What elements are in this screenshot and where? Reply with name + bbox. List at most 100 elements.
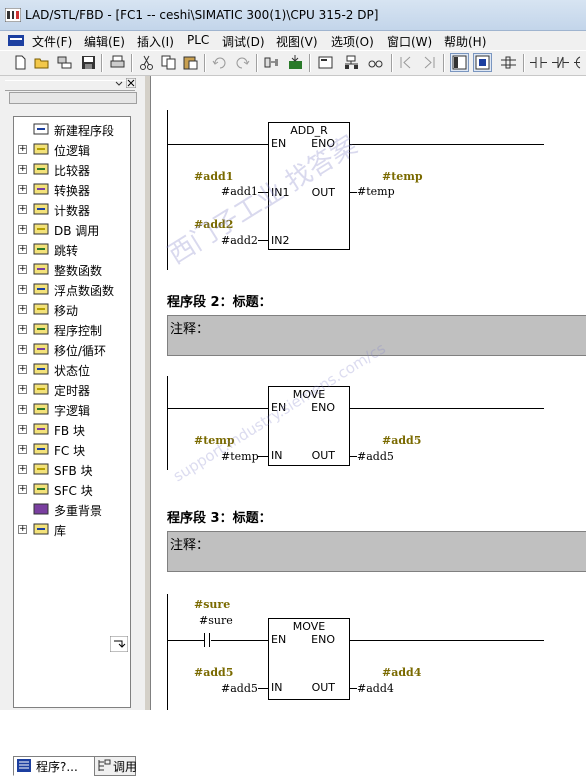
- expand-icon[interactable]: +: [18, 464, 27, 474]
- menu-plc[interactable]: PLC: [187, 33, 210, 47]
- menu-debug[interactable]: 调试(D): [222, 35, 265, 49]
- print-icon[interactable]: [109, 54, 126, 71]
- tree-item[interactable]: +库: [14, 521, 128, 539]
- menu-file[interactable]: 文件(F): [32, 35, 73, 49]
- out-operand[interactable]: #add4: [357, 682, 394, 695]
- in2-operand[interactable]: #add2: [221, 234, 258, 247]
- pane-close-icon[interactable]: [126, 78, 136, 88]
- expand-icon[interactable]: +: [18, 204, 27, 214]
- tree-item[interactable]: +定时器: [14, 381, 128, 399]
- paste-icon[interactable]: [182, 54, 199, 71]
- eno-wire: [349, 144, 544, 145]
- in-operand[interactable]: #add5: [221, 682, 258, 695]
- nc-contact-icon[interactable]: [552, 54, 569, 71]
- ladder-editor: ADD_R EN ENO IN1 OUT IN2 #add1 #add1 #ad…: [151, 76, 586, 710]
- open-folder-icon[interactable]: [33, 54, 50, 71]
- undo-icon[interactable]: [211, 54, 228, 71]
- in1-operand[interactable]: #add1: [221, 185, 258, 198]
- new-file-icon[interactable]: [12, 54, 29, 71]
- menu-help[interactable]: 帮助(H): [444, 35, 487, 49]
- tree-item[interactable]: +FC 块: [14, 441, 128, 459]
- move-box[interactable]: MOVE EN ENO IN OUT: [268, 618, 350, 700]
- tree-item[interactable]: +跳转: [14, 241, 128, 259]
- expand-icon[interactable]: +: [18, 184, 27, 194]
- pin-en: EN: [271, 633, 287, 646]
- network-3-comment[interactable]: 注释：: [167, 531, 586, 572]
- coil-icon[interactable]: [574, 54, 586, 71]
- program-elements-icon[interactable]: [450, 53, 469, 72]
- tree-item[interactable]: +移动: [14, 301, 128, 319]
- program-elements-tree: 新建程序段 +位逻辑 +比较器 +转换器 +计数器 +DB 调用 +跳转 +整数函数 +浮点数函…: [13, 116, 131, 708]
- previous-network-icon[interactable]: [398, 54, 415, 71]
- network-2-title[interactable]: 程序段 2：标题：: [167, 295, 272, 310]
- no-contact-icon[interactable]: [530, 54, 547, 71]
- contact-operand[interactable]: #sure: [199, 614, 233, 627]
- move-box[interactable]: MOVE EN ENO IN OUT: [268, 386, 350, 466]
- tree-item[interactable]: 新建程序段: [14, 121, 128, 139]
- tab-call-structure[interactable]: 调用: [94, 756, 137, 776]
- menu-edit[interactable]: 编辑(E): [84, 35, 125, 49]
- expand-icon[interactable]: +: [18, 324, 27, 334]
- expand-icon[interactable]: +: [18, 304, 27, 314]
- tree-return-icon[interactable]: [110, 636, 128, 652]
- no-contact[interactable]: [204, 633, 210, 647]
- tree-item[interactable]: +SFB 块: [14, 461, 128, 479]
- tree-item[interactable]: +SFC 块: [14, 481, 128, 499]
- details-view-icon[interactable]: [473, 53, 492, 72]
- expand-icon[interactable]: +: [18, 284, 27, 294]
- network-junction-icon[interactable]: [500, 54, 517, 71]
- pane-menu-icon[interactable]: [114, 78, 124, 88]
- tree-item[interactable]: +字逻辑: [14, 401, 128, 419]
- expand-icon[interactable]: +: [18, 424, 27, 434]
- save-icon[interactable]: [80, 54, 97, 71]
- network-2-comment[interactable]: 注释：: [167, 315, 586, 356]
- expand-icon[interactable]: +: [18, 444, 27, 454]
- expand-icon[interactable]: +: [18, 484, 27, 494]
- tree-item[interactable]: +位逻辑: [14, 141, 128, 159]
- tree-item[interactable]: +FB 块: [14, 421, 128, 439]
- pane-grip[interactable]: [5, 80, 135, 91]
- pane-splitter[interactable]: [145, 76, 151, 710]
- tree-item[interactable]: +程序控制: [14, 321, 128, 339]
- expand-icon[interactable]: +: [18, 144, 27, 154]
- go-online-icon[interactable]: [263, 54, 280, 71]
- tree-item[interactable]: +DB 调用: [14, 221, 128, 239]
- tree-item[interactable]: 多重背景: [14, 501, 128, 519]
- network-connection-icon[interactable]: [343, 54, 360, 71]
- system-menu-icon[interactable]: [8, 34, 24, 47]
- expand-icon[interactable]: +: [18, 364, 27, 374]
- overview-icon[interactable]: [317, 54, 334, 71]
- cut-icon[interactable]: [138, 54, 155, 71]
- tree-item[interactable]: +整数函数: [14, 261, 128, 279]
- expand-icon[interactable]: +: [18, 264, 27, 274]
- menu-options[interactable]: 选项(O): [331, 35, 374, 49]
- menu-window[interactable]: 窗口(W): [387, 35, 433, 49]
- tree-item[interactable]: +计数器: [14, 201, 128, 219]
- redo-icon[interactable]: [234, 54, 251, 71]
- in-operand[interactable]: #temp: [221, 450, 259, 463]
- network-3-title[interactable]: 程序段 3：标题：: [167, 511, 272, 526]
- expand-icon[interactable]: +: [18, 384, 27, 394]
- tree-item[interactable]: +浮点数函数: [14, 281, 128, 299]
- add-r-box[interactable]: ADD_R EN ENO IN1 OUT IN2: [268, 122, 350, 250]
- accessible-nodes-icon[interactable]: [56, 54, 73, 71]
- download-icon[interactable]: [287, 54, 304, 71]
- tab-program-elements[interactable]: 程序?...: [13, 756, 95, 776]
- expand-icon[interactable]: +: [18, 164, 27, 174]
- expand-icon[interactable]: +: [18, 244, 27, 254]
- next-network-icon[interactable]: [420, 54, 437, 71]
- out-operand[interactable]: #temp: [357, 185, 395, 198]
- tree-item[interactable]: +状态位: [14, 361, 128, 379]
- expand-icon[interactable]: +: [18, 524, 27, 534]
- out-operand[interactable]: #add5: [357, 450, 394, 463]
- tree-item[interactable]: +比较器: [14, 161, 128, 179]
- menu-view[interactable]: 视图(V): [276, 35, 318, 49]
- copy-icon[interactable]: [160, 54, 177, 71]
- expand-icon[interactable]: +: [18, 224, 27, 234]
- menu-insert[interactable]: 插入(I): [137, 35, 174, 49]
- expand-icon[interactable]: +: [18, 404, 27, 414]
- monitor-glasses-icon[interactable]: [367, 54, 384, 71]
- expand-icon[interactable]: +: [18, 344, 27, 354]
- tree-item[interactable]: +移位/循环: [14, 341, 128, 359]
- tree-item[interactable]: +转换器: [14, 181, 128, 199]
